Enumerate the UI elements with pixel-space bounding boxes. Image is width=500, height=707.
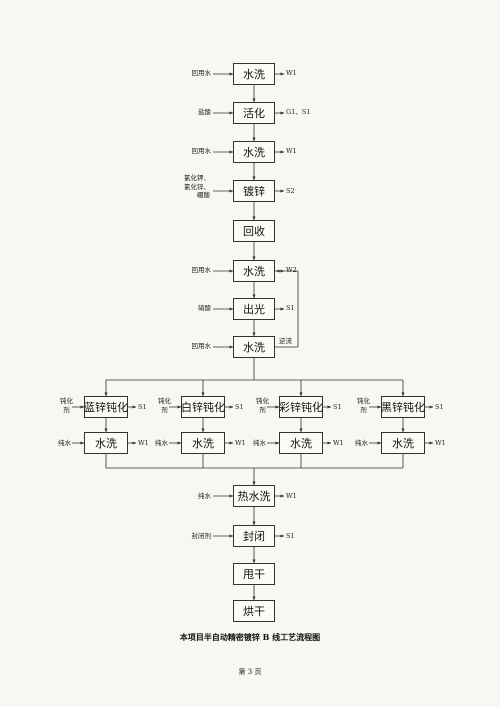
input-label-reuse-water-3: 回用水 <box>191 266 212 274</box>
process-box-branch-wash-1: 水洗 <box>84 432 128 454</box>
process-box-activation: 活化 <box>233 102 275 124</box>
agent-line-2: 剂 <box>360 406 367 414</box>
branch-3-passivation-output: S1 <box>333 403 342 411</box>
input-label-reuse-water-4: 回用水 <box>191 342 212 350</box>
agent-line-2: 剂 <box>259 406 266 414</box>
agent-line-1: 钝化 <box>158 397 171 405</box>
branch-4-wash-output: W1 <box>435 439 446 447</box>
process-box-branch-wash-2: 水洗 <box>181 432 225 454</box>
agent-label-branch-2: 钝化 剂 <box>158 397 171 415</box>
page-number: 第 3 页 <box>238 668 262 676</box>
branch-2-wash-input: 纯水 <box>155 439 168 447</box>
process-box-galvanizing: 镀锌 <box>233 180 275 202</box>
branch-1-wash-input: 纯水 <box>58 439 71 447</box>
process-box-wash-3: 水洗 <box>233 260 275 282</box>
output-label-s1-final: S1 <box>286 532 295 540</box>
chem-line-2: 氯化锌、 <box>184 182 210 191</box>
process-box-sealing: 封闭 <box>233 525 275 547</box>
process-box-oven-dry: 烘干 <box>233 600 275 622</box>
output-label-w1-1: W1 <box>286 69 297 77</box>
chem-line-1: 氯化钾、 <box>184 174 210 182</box>
process-box-hot-water-wash: 热水洗 <box>233 485 275 507</box>
output-label-s2: S2 <box>286 187 295 195</box>
branch-3-wash-input: 纯水 <box>253 439 266 447</box>
figure-caption: 本项目半自动精密镀锌 B 线工艺流程图 <box>179 632 321 642</box>
agent-line-1: 钝化 <box>357 397 370 405</box>
process-box-blue-zinc-passivation: 蓝锌钝化 <box>84 396 128 418</box>
agent-label-branch-1: 钝化 剂 <box>60 397 73 415</box>
agent-line-2: 剂 <box>63 406 70 414</box>
agent-line-2: 剂 <box>161 406 168 414</box>
process-box-wash-4: 水洗 <box>233 336 275 358</box>
input-label-reuse-water-2: 回用水 <box>191 147 212 155</box>
input-label-nitric-acid: 硝酸 <box>198 304 211 312</box>
process-box-branch-wash-3: 水洗 <box>279 432 323 454</box>
output-label-w2: W2 <box>286 266 297 274</box>
output-label-w1-final: W1 <box>286 492 297 500</box>
process-box-bright-dip: 出光 <box>233 298 275 320</box>
output-label-g1-s1: G1、S1 <box>286 108 311 116</box>
branch-4-passivation-output: S1 <box>435 403 444 411</box>
process-box-color-zinc-passivation: 彩锌钝化 <box>279 396 323 418</box>
input-label-reuse-water-1: 回用水 <box>191 69 212 77</box>
input-label-hydrochloric-acid: 盐酸 <box>198 108 211 116</box>
branch-4-wash-input: 纯水 <box>355 439 368 447</box>
branch-1-passivation-output: S1 <box>138 403 147 411</box>
output-label-s1-bright: S1 <box>286 304 295 312</box>
branch-3-wash-output: W1 <box>333 439 344 447</box>
input-label-pure-water-final: 纯水 <box>198 492 211 500</box>
process-box-black-zinc-passivation: 黑锌钝化 <box>381 396 425 418</box>
output-label-w1-2: W1 <box>286 147 297 155</box>
agent-label-branch-3: 钝化 剂 <box>256 397 269 415</box>
process-box-white-zinc-passivation: 白锌钝化 <box>181 396 225 418</box>
branch-1-wash-output: W1 <box>138 439 149 447</box>
input-label-sealing-agent: 封闭剂 <box>191 532 212 540</box>
process-box-recovery: 回收 <box>233 220 275 242</box>
process-box-spin-dry: 甩干 <box>233 563 275 585</box>
branch-2-wash-output: W1 <box>235 439 246 447</box>
agent-line-1: 钝化 <box>256 397 269 405</box>
process-box-wash-1: 水洗 <box>233 63 275 85</box>
agent-label-branch-4: 钝化 剂 <box>357 397 370 415</box>
process-box-wash-2: 水洗 <box>233 141 275 163</box>
chem-line-3: 硼酸 <box>197 191 210 199</box>
agent-line-1: 钝化 <box>60 397 73 405</box>
reverse-flow-label: 逆流 <box>279 337 292 345</box>
branch-2-passivation-output: S1 <box>235 403 244 411</box>
process-box-branch-wash-4: 水洗 <box>381 432 425 454</box>
input-label-plating-chemicals: 氯化钾、 氯化锌、 硼酸 <box>184 174 210 200</box>
